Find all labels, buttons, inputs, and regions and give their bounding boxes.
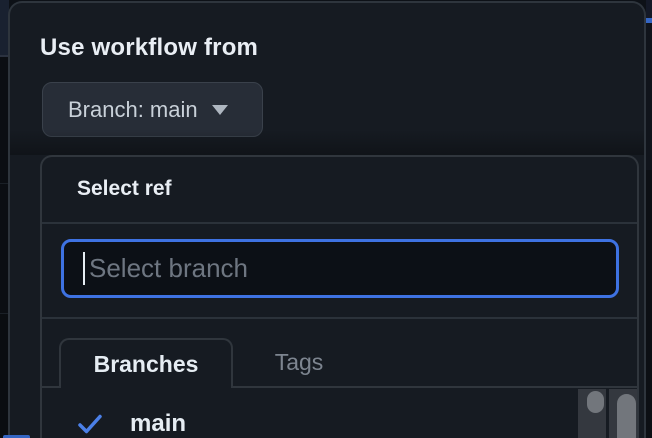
tab-tags[interactable]: Tags [233, 338, 365, 386]
backdrop-blue-element [646, 18, 652, 23]
page-background-left [0, 0, 9, 438]
backdrop-segment [646, 0, 652, 18]
backdrop-divider [0, 313, 9, 314]
ref-search-wrap [61, 239, 619, 298]
dialog-title: Use workflow from [40, 34, 259, 61]
list-scrollbar-track[interactable] [578, 389, 606, 438]
backdrop-segment [0, 57, 9, 183]
backdrop-segment [0, 314, 9, 438]
backdrop-segment [0, 184, 9, 313]
branch-select-button[interactable]: Branch: main [42, 82, 263, 137]
run-workflow-dialog: Use workflow from Branch: main Select re… [8, 1, 646, 438]
tabs-bottom-border [42, 386, 637, 388]
bottom-partial-blue-element [3, 435, 30, 438]
check-icon [78, 414, 102, 434]
select-ref-panel: Select ref Branches Tags main [40, 155, 639, 438]
select-ref-title: Select ref [77, 177, 172, 200]
branch-list-item-main[interactable]: main [42, 407, 637, 438]
divider [42, 222, 637, 224]
tab-branches-label: Branches [93, 350, 199, 377]
list-scrollbar-thumb[interactable] [587, 391, 604, 413]
backdrop-divider [0, 55, 9, 57]
panel-scrollbar-thumb[interactable] [617, 394, 636, 438]
panel-scrollbar-track[interactable] [609, 389, 637, 438]
backdrop-segment [646, 23, 652, 170]
branch-item-label: main [130, 410, 187, 437]
backdrop-segment [646, 170, 652, 438]
divider [42, 317, 637, 319]
branch-list: main [42, 388, 637, 438]
branch-button-label: Branch: main [68, 96, 198, 122]
caret-down-icon [211, 104, 228, 115]
backdrop-divider [0, 183, 9, 184]
tab-tags-label: Tags [274, 348, 324, 375]
backdrop-segment [0, 0, 9, 55]
tab-branches[interactable]: Branches [59, 338, 233, 388]
page-background-right [646, 0, 652, 438]
ref-search-input[interactable] [61, 239, 619, 298]
